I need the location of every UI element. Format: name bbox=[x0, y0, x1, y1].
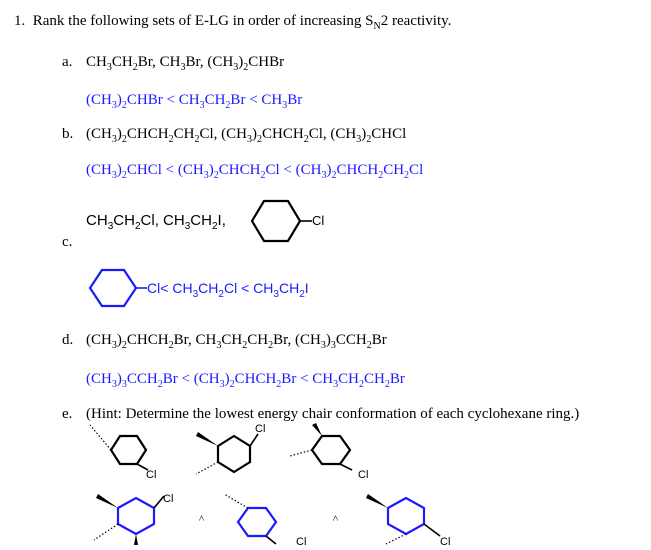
part-e-hint: (Hint: Determine the lowest energy chair… bbox=[86, 406, 580, 422]
answer-2-cl-label: Cl bbox=[296, 536, 306, 548]
part-c-answer: Cl< CH3CH2Cl < CH3CH2I bbox=[147, 280, 309, 300]
part-a-compounds: CH3CH2Br, CH3Br, (CH3)2CHBr bbox=[86, 54, 285, 73]
question-subscript: N bbox=[373, 21, 381, 32]
part-c-label: c. bbox=[62, 234, 73, 250]
chair-3-cl-label: Cl bbox=[358, 469, 368, 481]
part-a-answer: (CH3)2CHBr < CH3CH2Br < CH3Br bbox=[86, 92, 303, 111]
chair-1-cl-label: Cl bbox=[146, 469, 156, 481]
part-b-label: b. bbox=[62, 126, 74, 142]
less-than-2: < bbox=[329, 515, 341, 521]
part-e-label: e. bbox=[62, 406, 73, 422]
part-c-compounds: CH3CH2Cl, CH3CH2I, bbox=[86, 212, 226, 232]
answer-3-cl-label: Cl bbox=[440, 536, 450, 548]
chair-structure-2: Cl bbox=[195, 423, 265, 475]
answer-1-cl-label: Cl bbox=[163, 493, 173, 505]
part-b-compounds: (CH3)2CHCH2CH2Cl, (CH3)2CHCH2Cl, (CH3)2C… bbox=[86, 126, 407, 145]
chair-2-cl-label: Cl bbox=[255, 423, 265, 435]
part-a-label: a. bbox=[62, 54, 73, 70]
part-d-answer: (CH3)3CCH2Br < (CH3)2CHCH2Br < CH3CH2CH2… bbox=[86, 371, 405, 390]
question-text: 1. Rank the following sets of E-LG in or… bbox=[14, 12, 451, 36]
answer-chair-3: Cl bbox=[366, 494, 450, 548]
less-than-1: < bbox=[195, 515, 207, 521]
part-d-compounds: (CH3)2CHCH2Br, CH3CH2CH2Br, (CH3)3CCH2Br bbox=[86, 332, 387, 351]
cyclohexane-ring-icon bbox=[250, 199, 302, 243]
chair-structure-1: Cl bbox=[89, 424, 156, 481]
question-number: 1. bbox=[14, 13, 26, 29]
answer-chair-1: Cl bbox=[93, 493, 173, 545]
part-c-ring-cl-label: Cl bbox=[312, 213, 324, 228]
question-prompt: Rank the following sets of E-LG in order… bbox=[32, 13, 374, 29]
chair-structure-3: Cl bbox=[289, 423, 368, 481]
part-b-answer: (CH3)2CHCl < (CH3)2CHCH2Cl < (CH3)2CHCH2… bbox=[86, 162, 424, 181]
question-prompt-end: 2 reactivity. bbox=[380, 13, 452, 29]
part-d-label: d. bbox=[62, 332, 74, 348]
answer-chair-2: Cl bbox=[223, 493, 306, 548]
cyclohexane-ring-blue-icon bbox=[88, 268, 138, 308]
